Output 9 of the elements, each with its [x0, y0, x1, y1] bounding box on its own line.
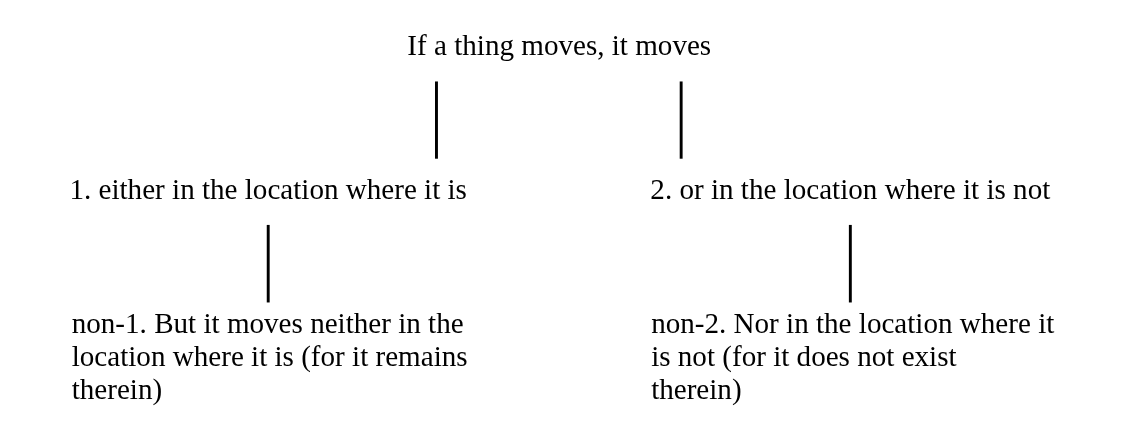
- node-text: non-1. But it moves neither in the location where it is (for it remains therein): [71, 307, 468, 405]
- connector: [679, 81, 683, 159]
- connector: [434, 81, 438, 159]
- node-text: 2. or in the location where it is not: [649, 172, 1050, 205]
- connector: [266, 224, 270, 303]
- node-text: non-2. Nor in the location where it is not (for it does not exist therein): [650, 307, 1054, 405]
- connector: [848, 224, 852, 303]
- node-text: If a thing moves, it moves: [406, 29, 711, 62]
- node-text: 1. either in the location where it is: [68, 172, 467, 205]
